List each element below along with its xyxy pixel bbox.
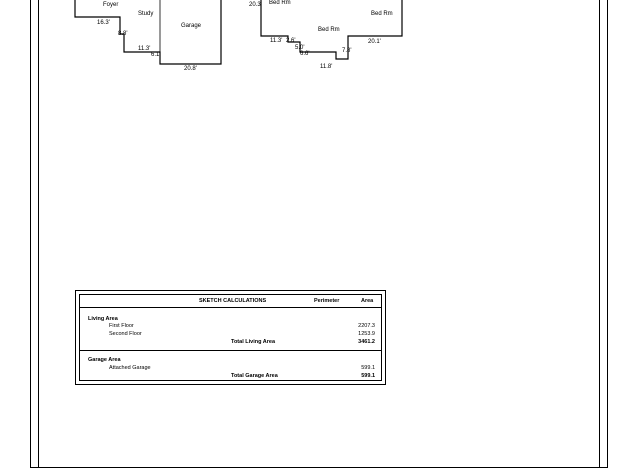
divider [79,307,382,308]
dimension-label: 11.3' [270,38,283,44]
dimension-label: 20.3' [249,2,262,8]
dimension-label: 20.1' [368,39,381,45]
row-label-second-floor: Second Floor [109,331,142,337]
dimension-label: 6.6' [300,51,310,57]
dimension-label: 8.8' [118,31,128,37]
dimension-label: 6.1' [151,52,161,58]
section-heading-garage-area: Garage Area [88,357,121,363]
column-header-perimeter: Perimeter [314,298,340,304]
dimension-label: 11.3' [138,46,151,52]
row-area-first-floor: 2207.3 [358,323,375,329]
room-label-bed-rm: Bed Rm [318,27,340,33]
room-label-bed-rm: Bed Rm [269,0,291,6]
total-garage-area-label: Total Garage Area [231,373,278,379]
first-floor-outline [74,0,222,65]
row-label-first-floor: First Floor [109,323,134,329]
table-title: SKETCH CALCULATIONS [199,298,267,304]
sketch-calculations-table [75,290,386,385]
dimension-label: 7.8' [342,48,352,54]
column-header-area: Area [361,298,374,304]
dimension-label: 2.6' [286,38,296,44]
section-heading-living-area: Living Area [88,316,118,322]
room-label-bed-rm: Bed Rm [371,11,393,17]
dimension-label: 11.8' [320,64,333,70]
total-garage-area-value: 599.1 [361,373,375,379]
row-label-attached-garage: Attached Garage [109,365,151,371]
total-living-area-label: Total Living Area [231,339,276,345]
room-label-garage: Garage [181,23,202,29]
first-floor-sketch [74,0,403,65]
total-living-area-value: 3461.2 [358,339,375,345]
room-label-study: Study [138,11,154,17]
row-area-attached-garage: 599.1 [361,365,375,371]
dimension-label: 20.8' [184,66,197,72]
sketch-calculations-inner-border [79,294,382,381]
room-label-foyer: Foyer [103,2,119,8]
dimension-label: 5.0' [295,45,305,51]
row-area-second-floor: 1253.9 [358,331,375,337]
divider [79,350,382,351]
dimension-label: 16.3' [97,20,110,26]
second-floor-outline [260,0,403,60]
